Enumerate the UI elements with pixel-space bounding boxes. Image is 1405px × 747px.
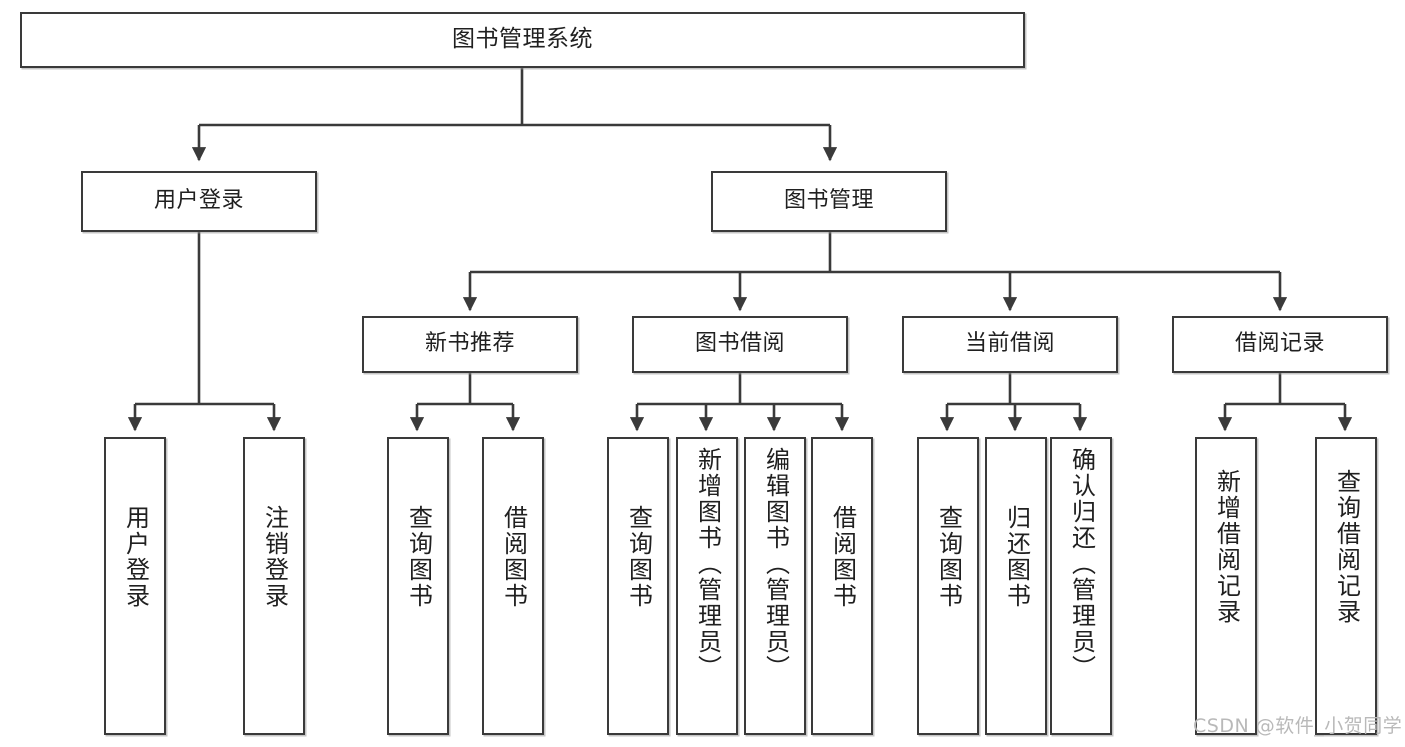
leaf-query-book-2[interactable]: 查询图书 [607, 437, 669, 735]
node-root-label: 图书管理系统 [452, 26, 593, 53]
leaf-query-book-1-label: 查询图书 [404, 505, 433, 609]
node-book-manage[interactable]: 图书管理 [711, 171, 947, 232]
leaf-borrow-book-1[interactable]: 借阅图书 [482, 437, 544, 735]
leaf-return-book-label: 归还图书 [1002, 505, 1031, 609]
leaf-user-logout[interactable]: 注销登录 [243, 437, 305, 735]
node-new-book-recommend[interactable]: 新书推荐 [362, 316, 578, 373]
node-user-login-label: 用户登录 [153, 188, 244, 214]
node-new-book-recommend-label: 新书推荐 [424, 331, 515, 357]
node-book-borrow[interactable]: 图书借阅 [632, 316, 848, 373]
leaf-user-logout-label: 注销登录 [260, 505, 289, 609]
leaf-query-book-2-label: 查询图书 [624, 505, 653, 609]
node-borrow-record[interactable]: 借阅记录 [1172, 316, 1388, 373]
leaf-edit-book[interactable]: 编辑图书（管理员） [744, 437, 806, 735]
leaf-confirm-return[interactable]: 确认归还（管理员） [1050, 437, 1112, 735]
leaf-confirm-return-label: 确认归还（管理员） [1067, 447, 1096, 681]
leaf-query-record-label: 查询借阅记录 [1332, 469, 1361, 625]
leaf-edit-book-label: 编辑图书（管理员） [761, 447, 790, 681]
node-current-borrow-label: 当前借阅 [964, 331, 1055, 357]
leaf-query-book-1[interactable]: 查询图书 [387, 437, 449, 735]
leaf-borrow-book-2-label: 借阅图书 [828, 505, 857, 609]
leaf-add-book-label: 新增图书（管理员） [693, 447, 722, 681]
node-user-login[interactable]: 用户登录 [81, 171, 317, 232]
leaf-add-record[interactable]: 新增借阅记录 [1195, 437, 1257, 735]
leaf-borrow-book-2[interactable]: 借阅图书 [811, 437, 873, 735]
node-root[interactable]: 图书管理系统 [20, 12, 1025, 68]
leaf-user-login[interactable]: 用户登录 [104, 437, 166, 735]
leaf-query-book-3-label: 查询图书 [934, 505, 963, 609]
csdn-watermark: CSDN @软件_小贺同学 [1193, 715, 1403, 737]
node-current-borrow[interactable]: 当前借阅 [902, 316, 1118, 373]
leaf-borrow-book-1-label: 借阅图书 [499, 505, 528, 609]
leaf-add-record-label: 新增借阅记录 [1212, 469, 1241, 625]
leaf-return-book[interactable]: 归还图书 [985, 437, 1047, 735]
leaf-query-record[interactable]: 查询借阅记录 [1315, 437, 1377, 735]
leaf-add-book[interactable]: 新增图书（管理员） [676, 437, 738, 735]
leaf-user-login-label: 用户登录 [121, 505, 150, 609]
leaf-query-book-3[interactable]: 查询图书 [917, 437, 979, 735]
node-book-manage-label: 图书管理 [783, 188, 874, 214]
node-borrow-record-label: 借阅记录 [1234, 331, 1325, 357]
node-book-borrow-label: 图书借阅 [694, 331, 785, 357]
